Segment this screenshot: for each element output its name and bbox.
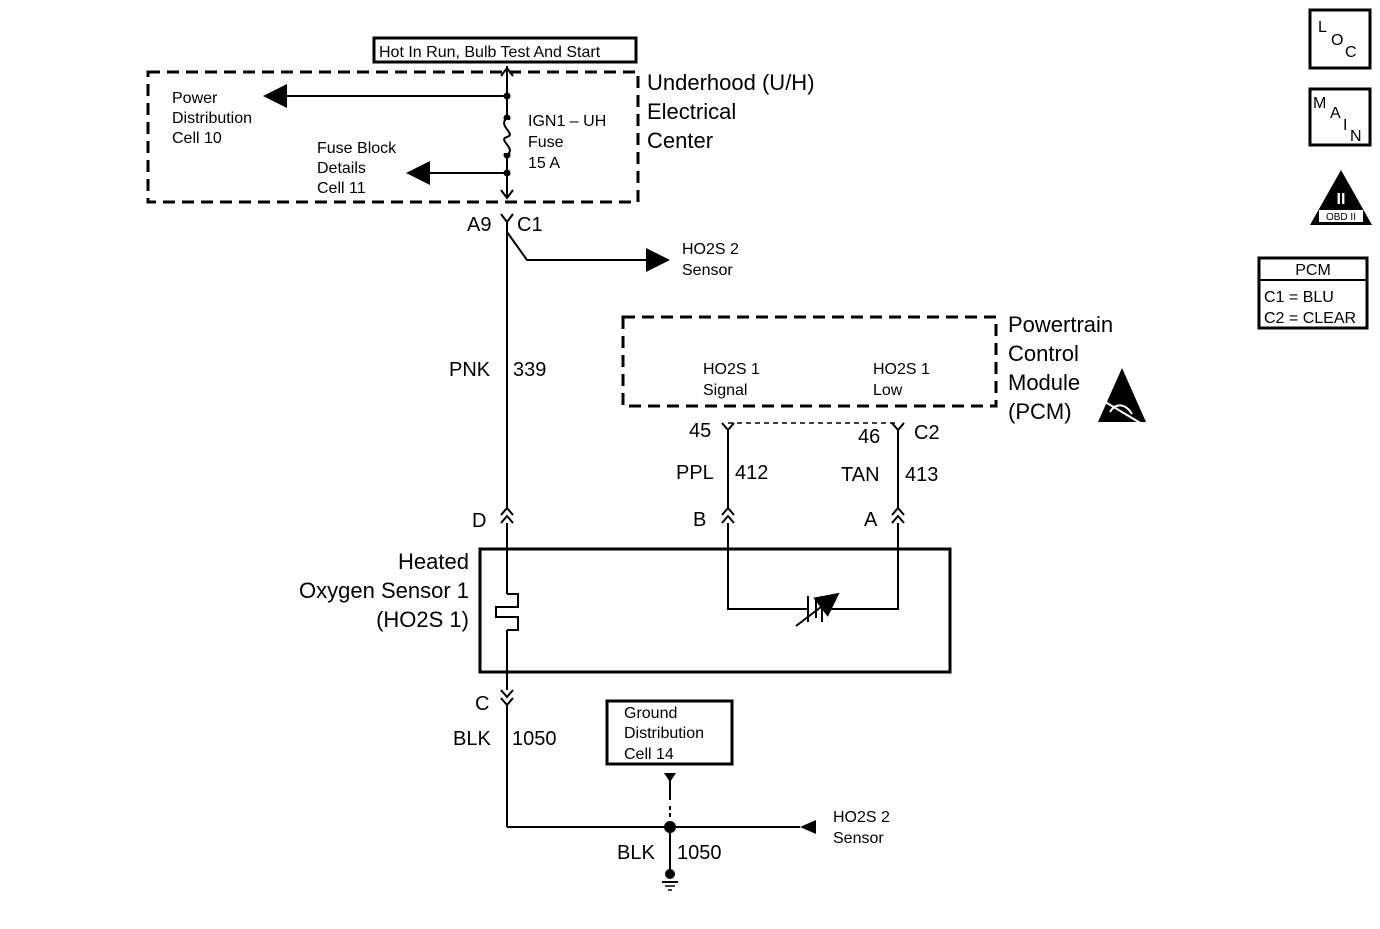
sensor-title-2: Oxygen Sensor 1 [299,578,469,603]
ground-splice-node [664,821,676,833]
pcm-legend-c2: C2 = CLEAR [1264,310,1356,327]
conn-a9: A9 [467,214,491,236]
pcm-box [621,315,998,408]
pin46-symbol [891,422,905,432]
ground-dist-box [605,699,734,766]
ground-dist-2: Distribution [624,725,704,742]
pnk-color: PNK [449,359,491,381]
hot-in-run-box [372,36,638,64]
pnk-num: 339 [513,359,546,381]
hot-in-run-label: Hot In Run, Bulb Test And Start [379,44,601,61]
main-letter-n: N [1350,128,1362,145]
loc-letter-o: O [1331,32,1343,49]
loc-letter-c: C [1345,44,1357,61]
sensor-title-1: Heated [398,549,469,574]
main-letter-a: A [1330,105,1341,122]
blk1-num: 1050 [512,728,557,750]
ho2s2-top-branch [506,231,670,272]
pcm-title-2: Control [1008,341,1079,366]
ground-dist-arrowhead [664,773,676,782]
pin-a: A [864,509,878,531]
main-letter-m: M [1313,95,1326,112]
connector-c-symbol [500,689,514,707]
ppl-num: 412 [735,462,768,484]
underhood-title-1: Underhood (U/H) [647,70,815,95]
fuse-symbol [503,117,511,156]
pin-45: 45 [689,420,711,442]
ho2s1-sensor-box [478,547,952,674]
ho2s2-bottom-1: HO2S 2 [833,809,890,826]
heater-element-symbol [495,593,519,631]
power-dist-2: Distribution [172,110,252,127]
ho2s2-bottom-2: Sensor [833,830,884,847]
a9-connector-symbol [500,213,514,224]
pin45-symbol [721,422,735,432]
ground-icon [662,869,678,891]
blk2-num: 1050 [677,842,722,864]
pcm-legend-box [1257,256,1369,330]
power-dist-1: Power [172,90,218,107]
pcm-title-1: Powertrain [1008,312,1113,337]
pcm-title-3: Module [1008,370,1080,395]
obd-label: OBD II [1326,212,1356,223]
main-legend-box[interactable] [1308,87,1372,147]
connector-d-symbol [500,506,514,524]
fuse-block-3: Cell 11 [317,180,366,197]
ho2s2-top-2: Sensor [682,262,733,279]
ppl-color: PPL [676,462,714,484]
ground-dist-1: Ground [624,705,677,722]
pin-b: B [693,509,706,531]
main-letter-i: I [1343,117,1347,134]
underhood-title-3: Center [647,128,713,153]
obd-roman: II [1337,191,1346,208]
fuse-label-3: 15 A [528,155,560,172]
bus-top-chevron [500,66,514,77]
pcm-legend-title: PCM [1295,262,1331,279]
pin-d: D [472,510,486,532]
fuse-label-1: IGN1 – UH [528,113,606,130]
blk2-color: BLK [617,842,655,864]
fuse-label-2: Fuse [528,134,564,151]
obd-label-bg [1319,210,1363,222]
underhood-box [146,70,640,204]
fuse-block-1: Fuse Block [317,140,397,157]
pcm-title-4: (PCM) [1008,399,1072,424]
ho2s2-bottom-arrowhead [800,820,816,834]
power-dist-3: Cell 10 [172,130,222,147]
pin-46: 46 [858,426,880,448]
loc-letter-l: L [1318,19,1327,36]
esd-sensitive-icon [1098,368,1146,425]
loc-legend-box[interactable] [1308,8,1372,70]
pcm-legend-c1: C1 = BLU [1264,289,1334,306]
pcm-low-1: HO2S 1 [873,361,930,378]
ground-dist-3: Cell 14 [624,746,674,763]
connector-a-symbol [891,506,905,524]
pcm-signal-2: Signal [703,382,747,399]
underhood-title-2: Electrical [647,99,736,124]
pcm-signal-1: HO2S 1 [703,361,760,378]
pcm-low-2: Low [873,382,903,399]
variable-cell-arrow [795,592,840,627]
connector-b-symbol [721,506,735,524]
conn-c1: C1 [517,214,543,236]
sensor-title-3: (HO2S 1) [376,607,469,632]
tan-color: TAN [841,464,880,486]
blk1-color: BLK [453,728,491,750]
pin-c: C [475,693,489,715]
bus-bottom-chevron [500,189,514,200]
tan-num: 413 [905,464,938,486]
conn-c2: C2 [914,422,940,444]
fuse-block-2: Details [317,160,366,177]
ho2s2-top-1: HO2S 2 [682,241,739,258]
